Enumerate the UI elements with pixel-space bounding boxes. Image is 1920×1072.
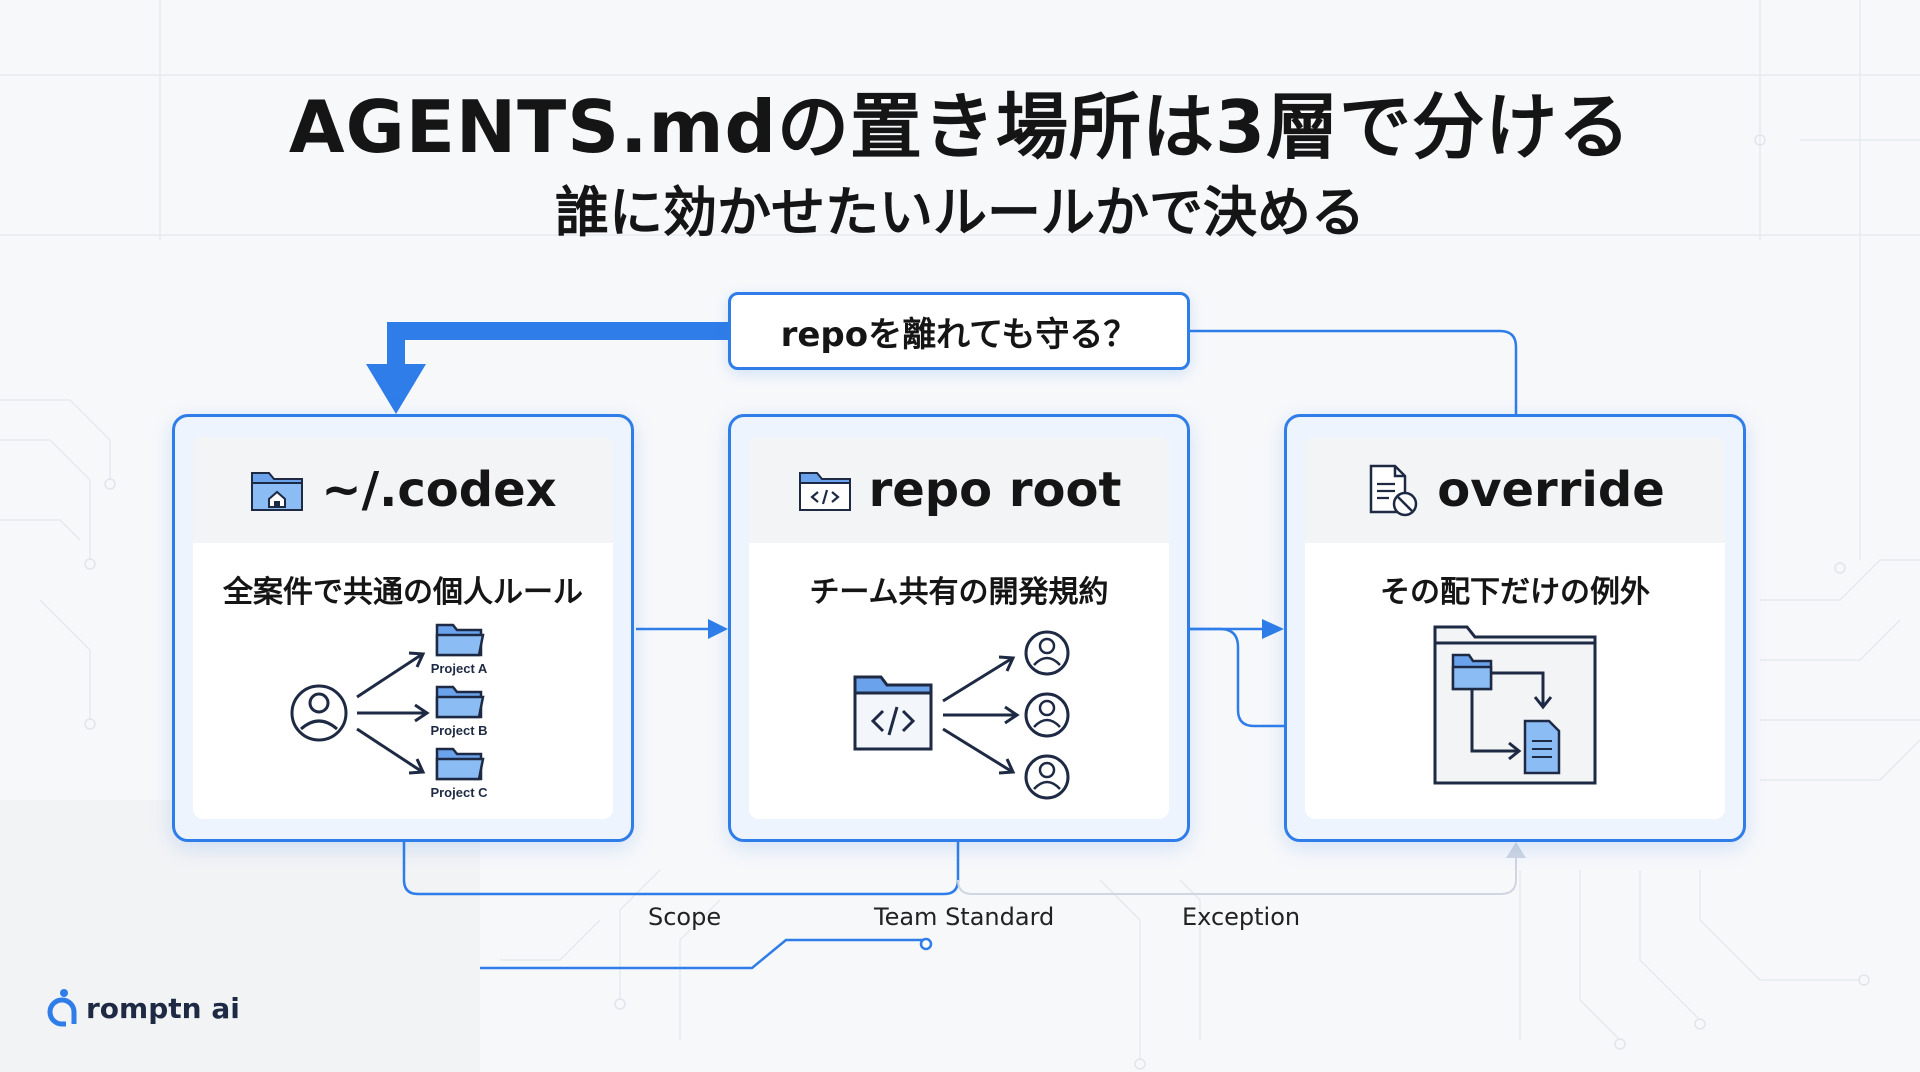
project-b-label: Project B <box>430 723 487 738</box>
person-icon <box>290 684 348 742</box>
codex-card-title: ~/.codex <box>321 462 557 518</box>
repo-root-card-inner: repo root チーム共有の開発規約 <box>749 437 1169 819</box>
codex-card-header: ~/.codex <box>193 437 613 543</box>
override-card-header: override <box>1305 437 1725 543</box>
page-subtitle: 誰に効かせたいルールかで決める <box>555 181 1365 244</box>
person-to-projects-arrows <box>356 651 430 775</box>
question-box: repoを離れても守る？ <box>728 292 1190 370</box>
repo-to-team-arrows <box>942 655 1020 775</box>
codex-illustration: Project A Project B Project C <box>290 623 488 800</box>
logo-text: romptn ai <box>86 991 240 1025</box>
page-title: AGENTS.mdの置き場所は3層で分ける <box>288 85 1632 169</box>
repo-root-illustration <box>853 630 1070 800</box>
code-folder-icon <box>798 472 851 511</box>
romptn-logo-icon <box>47 989 77 1027</box>
flow-label-exception: Exception <box>1182 903 1301 931</box>
document-blocked-icon <box>1369 464 1418 517</box>
codex-card: ~/.codex 全案件で共通の個人ルール <box>172 414 634 842</box>
override-card-description: その配下だけの例外 <box>1380 575 1650 610</box>
home-folder-icon <box>251 472 304 511</box>
repo-root-card-description: チーム共有の開発規約 <box>809 575 1109 610</box>
project-c-label: Project C <box>430 785 488 800</box>
flow-label-team-standard: Team Standard <box>874 903 1055 931</box>
override-card: override その配下だけの例外 <box>1284 414 1746 842</box>
brand-logo: romptn ai <box>44 988 240 1028</box>
project-a-label: Project A <box>431 661 488 676</box>
repo-folder-icon <box>853 675 933 751</box>
lower-left-panel <box>0 800 480 1072</box>
codex-card-description: 全案件で共通の個人ルール <box>223 575 583 610</box>
repo-root-card: repo root チーム共有の開発規約 <box>728 414 1190 842</box>
override-illustration <box>1433 625 1597 785</box>
override-folder-icon <box>1433 625 1597 785</box>
override-card-title: override <box>1437 462 1665 518</box>
codex-card-inner: ~/.codex 全案件で共通の個人ルール <box>193 437 613 819</box>
flow-label-scope: Scope <box>648 903 722 931</box>
repo-root-card-title: repo root <box>868 462 1122 518</box>
repo-root-card-header: repo root <box>749 437 1169 543</box>
override-card-inner: override その配下だけの例外 <box>1305 437 1725 819</box>
project-folder-icon <box>435 623 485 781</box>
